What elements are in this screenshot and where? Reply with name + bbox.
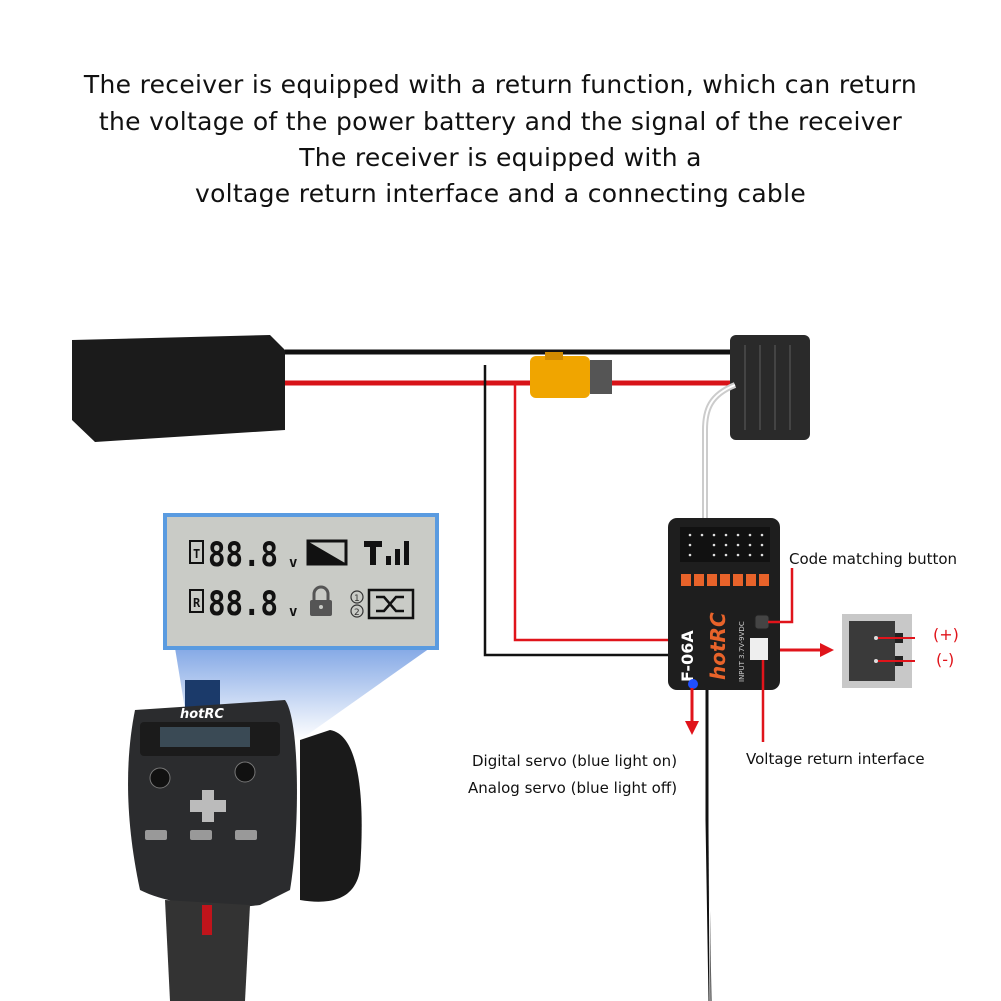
esc-signal-lead-core [704,384,736,548]
lock-icon [310,585,332,616]
signal-icon [364,541,409,565]
port-arrow-head [820,643,834,657]
lcd-tx-voltage: 88.8 [208,535,278,575]
voltage-return-label: Voltage return interface [746,750,925,768]
antenna-tip [708,819,711,1001]
lcd-rx-unit: v [289,604,297,620]
lcd-tx-badge: T [193,547,200,561]
battery-pack [72,335,285,442]
rx-battery-icon [189,589,204,613]
led-arrow-head [685,721,699,735]
esc-heatsink-fins [744,345,791,430]
receiver-input-rating: INPUT 3.7V-9VDC [738,621,746,682]
analog-servo-label: Analog servo (blue light off) [468,779,678,797]
connector-pin-minus [874,659,878,663]
plus-label: (+) [933,625,959,644]
lcd-tx-unit: v [289,555,297,571]
throttle-icon [306,539,348,566]
code-button-leader [768,568,794,624]
receiver-model: F-06A [678,630,697,682]
heading-line-2: the voltage of the power battery and the… [98,107,903,136]
blue-led [688,679,698,689]
xt60-connector [530,356,590,398]
minus-label: (-) [936,650,955,669]
channel-swap-icon [367,588,415,620]
lcd-channel-2: 2 [354,608,360,618]
esc-module [730,335,810,440]
code-matching-button-label: Code matching button [789,550,958,568]
receiver-pins [688,533,764,557]
transmitter [128,680,362,1001]
digital-servo-label: Digital servo (blue light on) [472,752,678,770]
heading-line-3: The receiver is equipped with a [299,143,702,172]
transmitter-brand: hotRC [180,707,224,722]
connector-pin-plus [874,636,878,640]
receiver-brand: hotRC [706,612,730,680]
antenna [705,690,712,1001]
lcd-rx-badge: R [193,596,201,610]
code-matching-button[interactable] [754,614,770,630]
channel-1-ring [350,590,364,604]
lcd-channel-1: 1 [354,594,360,604]
lcd-rx-voltage: 88.8 [208,584,278,624]
throttle-icon-fill [309,542,345,563]
heading-line-1: The receiver is equipped with a return f… [83,70,918,99]
receiver-channel-markers [681,574,769,586]
channel-2-ring [350,604,364,618]
voltage-return-port [750,638,768,660]
xt60-connector-housing [590,360,612,394]
xt60-connector-tab [545,352,563,360]
lcd-panel [163,513,439,650]
heading-line-4: voltage return interface and a connectin… [194,179,807,208]
connector-socket [849,621,895,681]
tx-battery-icon [189,540,204,564]
